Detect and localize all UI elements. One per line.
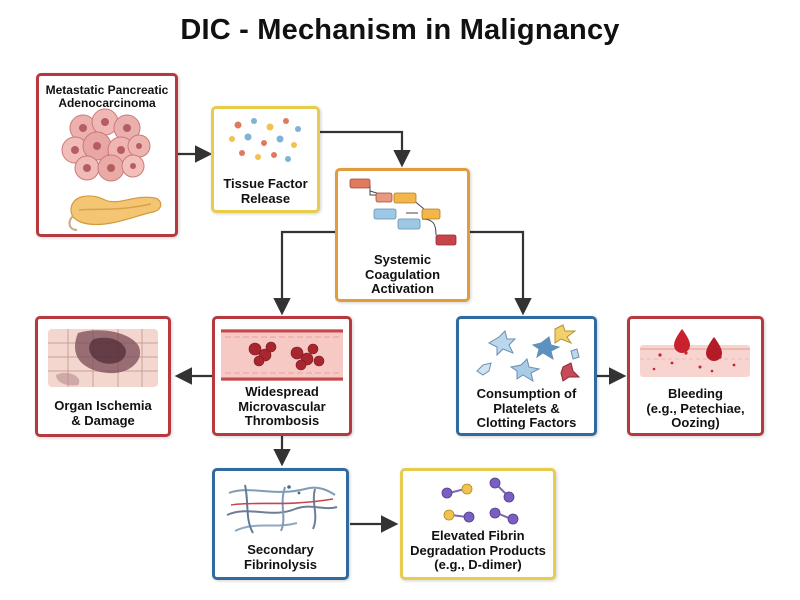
tissue-factor-node: Tissue Factor Release: [211, 106, 320, 213]
tissue-factor-label: Tissue Factor Release: [223, 176, 308, 206]
tumor-node: Metastatic Pancreatic Adenocarcinoma: [36, 73, 178, 237]
fibrinolysis-label: Secondary Fibrinolysis: [244, 542, 317, 572]
tumor-label: Metastatic Pancreatic Adenocarcinoma: [45, 83, 169, 111]
bleeding-skin-icon: [640, 329, 750, 377]
arrow-coagulation-to-consumption: [470, 230, 532, 316]
fdp-label: Elevated Fibrin Degradation Products (e.…: [410, 528, 546, 573]
ischemia-label: Organ Ischemia & Damage: [54, 398, 152, 428]
fibrinolysis-node: Secondary Fibrinolysis: [212, 468, 349, 580]
consumption-node: Consumption of Platelets & Clotting Fact…: [456, 316, 597, 436]
arrow-coagulation-to-thrombosis: [273, 230, 335, 316]
fdp-node: Elevated Fibrin Degradation Products (e.…: [400, 468, 556, 580]
coagulation-label: Systemic Coagulation Activation: [364, 252, 441, 297]
page-title: DIC - Mechanism in Malignancy: [180, 14, 620, 46]
fibrin-fragments-icon: [441, 477, 519, 525]
thrombosis-node: Widespread Microvascular Thrombosis: [212, 316, 352, 436]
thrombosis-label: Widespread Microvascular Thrombosis: [238, 384, 326, 429]
ischemia-node: Organ Ischemia & Damage: [35, 316, 171, 437]
pancreas-icon: [68, 195, 162, 231]
clotted-vessel-icon: [221, 329, 343, 381]
platelets-icon: [476, 324, 581, 383]
ischemic-tissue-icon: [48, 329, 158, 387]
consumption-label: Consumption of Platelets & Clotting Fact…: [476, 386, 577, 431]
tumor-cells-icon: [61, 108, 151, 182]
tissue-factor-particles-icon: [229, 118, 301, 162]
bleeding-label: Bleeding (e.g., Petechiae, Oozing): [646, 386, 745, 431]
coagulation-node: Systemic Coagulation Activation: [335, 168, 470, 302]
arrow-tissue-factor-to-coagulation: [320, 130, 411, 168]
bleeding-node: Bleeding (e.g., Petechiae, Oozing): [627, 316, 764, 436]
coagulation-cascade-icon: [349, 178, 457, 246]
fibrin-mesh-icon: [226, 484, 338, 534]
